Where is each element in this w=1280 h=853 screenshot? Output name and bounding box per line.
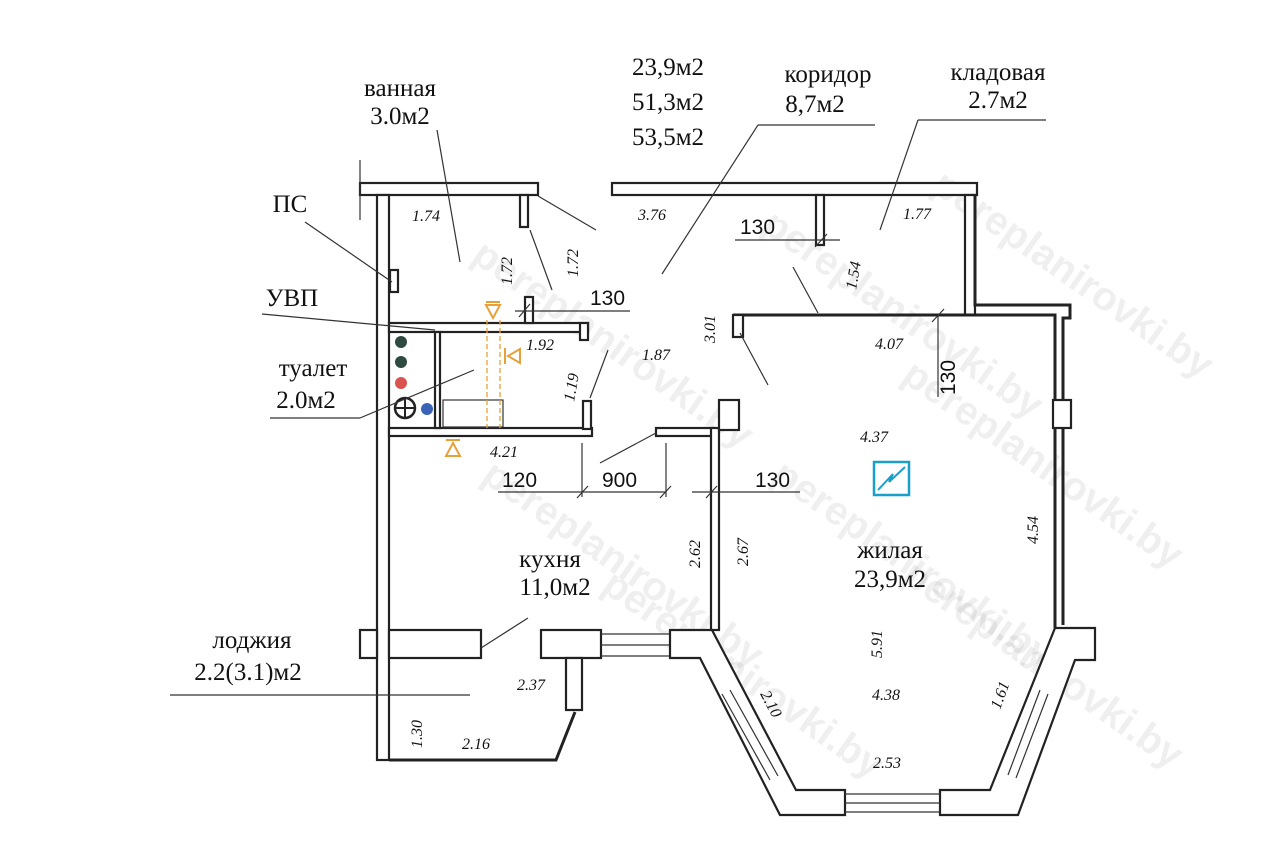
wall-thickness-label: 130 bbox=[590, 287, 625, 310]
wall-kitchen-stub bbox=[654, 426, 716, 438]
dim-label: 1.61 bbox=[988, 679, 1014, 711]
dim-label: 4.21 bbox=[490, 444, 518, 461]
dim-label: 1.30 bbox=[409, 720, 426, 748]
kitchen-window bbox=[601, 633, 670, 657]
dim-label: 1.54 bbox=[843, 260, 865, 291]
kitchen-name: кухня bbox=[519, 546, 581, 573]
wall-thickness-label: 130 bbox=[755, 469, 790, 492]
dim-label: 1.72 bbox=[499, 257, 516, 285]
dim-label: 4.07 bbox=[875, 336, 904, 353]
toilet-name: туалет bbox=[279, 355, 348, 382]
wall-uvp-top bbox=[387, 321, 590, 334]
bathroom-area: 3.0м2 bbox=[370, 103, 430, 130]
dim-label: 1.74 bbox=[412, 208, 440, 225]
riser-cold-icon bbox=[421, 403, 433, 415]
door-width-label: 900 bbox=[602, 469, 637, 492]
loggia-door bbox=[480, 617, 529, 649]
area-summary-total-with-loggia: 53,5м2 bbox=[632, 124, 704, 151]
dim-label: 3.01 bbox=[702, 315, 719, 344]
dim-label: 1.19 bbox=[561, 372, 583, 403]
bay-window-right bbox=[1007, 689, 1049, 779]
bay-window-bottom bbox=[845, 793, 940, 813]
toilet-fixture bbox=[442, 399, 504, 428]
ps-label: ПС bbox=[273, 191, 308, 218]
dim-label: 1.92 bbox=[526, 337, 554, 354]
dim-label: 1.87 bbox=[642, 347, 671, 364]
corridor-area: 8,7м2 bbox=[785, 91, 845, 118]
room-labels: ванная 3.0м2 23,9м2 51,3м2 53,5м2 коридо… bbox=[194, 54, 1046, 686]
triangle-marker-icon bbox=[504, 347, 521, 365]
dim-label: 2.37 bbox=[517, 677, 546, 694]
radiator-niche bbox=[1051, 398, 1073, 430]
vent-shaft bbox=[717, 398, 741, 432]
wall-right-outer bbox=[973, 195, 1072, 625]
triangle-marker-icon bbox=[444, 439, 462, 457]
wall-left-outer bbox=[375, 193, 391, 762]
wall-kitchen-living bbox=[709, 426, 721, 632]
wall-kitchen-bottom-mid bbox=[539, 628, 603, 660]
storage-area: 2.7м2 bbox=[968, 87, 1028, 114]
toilet-area: 2.0м2 bbox=[276, 387, 336, 414]
wall-kitchen-bottom-left bbox=[387, 628, 483, 660]
riser-icon bbox=[395, 356, 407, 368]
area-summary-total: 51,3м2 bbox=[632, 89, 704, 116]
loggia-name: лоджия bbox=[212, 627, 292, 654]
fixtures bbox=[393, 301, 911, 497]
wall-top-right bbox=[610, 181, 979, 197]
wall-thickness-label: 130 bbox=[937, 360, 960, 395]
dim-label: 4.37 bbox=[860, 429, 889, 446]
loggia-area: 2.2(3.1)м2 bbox=[194, 659, 301, 686]
triangle-marker-icon bbox=[484, 301, 502, 321]
dim-label: 2.16 bbox=[462, 736, 490, 753]
watermark: pereplanirovki.by bbox=[595, 561, 892, 787]
bathroom-name: ванная bbox=[364, 75, 436, 102]
corridor-name: коридор bbox=[785, 61, 872, 88]
wall-thickness-label: 120 bbox=[502, 469, 537, 492]
wall-toilet-bottom bbox=[387, 426, 594, 438]
uvp-label: УВП bbox=[266, 285, 318, 312]
living-area: 23,9м2 bbox=[854, 566, 926, 593]
loggia-rail bbox=[389, 711, 577, 762]
dimensions: 1.74 1.72 1.72 3.76 1.77 1.54 3.01 1.92 … bbox=[409, 206, 1042, 772]
electric-panel-icon bbox=[872, 460, 911, 497]
dim-label: 2.62 bbox=[687, 540, 704, 568]
storage-name: кладовая bbox=[950, 59, 1046, 86]
wall-thickness-label: 130 bbox=[740, 216, 775, 239]
leader-lines bbox=[170, 119, 1046, 696]
bay-window-left bbox=[721, 689, 779, 781]
wall-living-top bbox=[733, 313, 1057, 628]
dim-label: 4.38 bbox=[872, 687, 900, 704]
dim-label: 1.77 bbox=[903, 206, 932, 223]
wall-top-left bbox=[358, 181, 540, 197]
dim-label: 2.67 bbox=[735, 537, 752, 566]
kitchen-area: 11,0м2 bbox=[519, 574, 590, 601]
wall-bath-stub bbox=[518, 193, 530, 229]
dim-label: 3.76 bbox=[637, 207, 666, 224]
wall-storage-stub bbox=[814, 193, 826, 247]
dim-label: 1.72 bbox=[565, 249, 582, 277]
wall-toilet-inner bbox=[433, 330, 442, 430]
riser-icon bbox=[395, 336, 407, 348]
area-summary-living: 23,9м2 bbox=[632, 54, 704, 81]
riser-hot-icon bbox=[395, 377, 407, 389]
walls bbox=[358, 160, 1097, 817]
duct-dashed bbox=[486, 320, 501, 428]
dim-label: 2.53 bbox=[873, 755, 901, 772]
bay-wall-right bbox=[938, 626, 1097, 817]
dim-label: 5.91 bbox=[869, 630, 886, 658]
living-name: жилая bbox=[856, 537, 923, 564]
dim-label: 4.54 bbox=[1025, 516, 1042, 544]
bay-wall-left bbox=[668, 628, 847, 817]
